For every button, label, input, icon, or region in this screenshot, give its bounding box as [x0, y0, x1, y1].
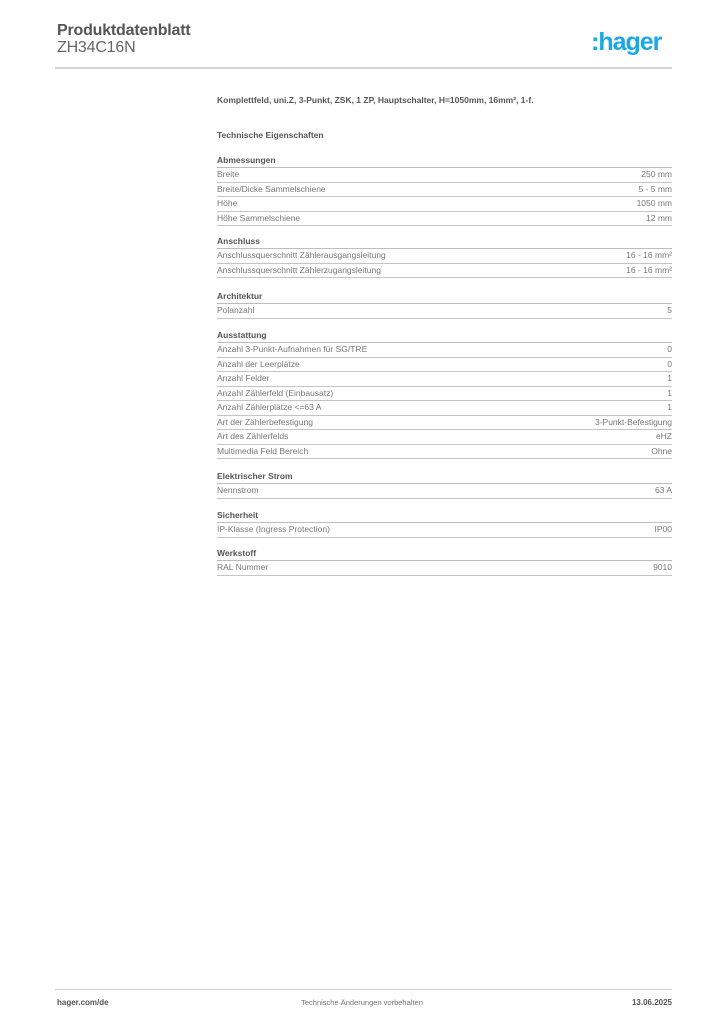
table-row: Art der Zählerbefestigung 3-Punkt-Befesti…: [217, 416, 672, 430]
section-werkstoff: Werkstoff RAL Nummer 9010: [217, 548, 672, 576]
row-label: Anzahl Felder: [217, 373, 270, 383]
table-row: Anzahl Zählerplätze <=63 A 1: [217, 401, 672, 416]
section-heading: Werkstoff: [217, 548, 672, 561]
section-heading: Sicherheit: [217, 510, 672, 523]
row-label: Breite/Dicke Sammelschiene: [217, 183, 326, 194]
section-abmessungen: Abmessungen Breite 250 mm Breite/Dicke Sa…: [217, 155, 672, 226]
row-label: Art der Zählerbefestigung: [217, 416, 313, 427]
row-value: 1: [667, 402, 672, 412]
row-label: Breite: [217, 169, 240, 179]
table-row: Breite/Dicke Sammelschiene 5 - 5 mm: [217, 183, 672, 197]
row-label: IP-Klasse (Ingress Protection): [217, 524, 330, 534]
row-value: 1: [667, 387, 672, 398]
row-value: 250 mm: [641, 169, 672, 179]
row-label: Anzahl Zählerplätze <=63 A: [217, 402, 322, 412]
row-value: 63 A: [654, 485, 672, 495]
section-elektrischer-strom: Elektrischer Strom Nennstrom 63 A: [217, 471, 672, 499]
row-value: Ohne: [651, 445, 672, 456]
row-label: Nennstrom: [217, 485, 259, 495]
table-row: Anschlussquerschnitt Zählerzugangsleitun…: [217, 264, 672, 278]
row-value: 5 - 5 mm: [638, 183, 672, 194]
section-heading: Abmessungen: [217, 155, 672, 168]
section-heading: Anschluss: [217, 236, 672, 249]
section-ausstattung: Ausstattung Anzahl 3-Punkt-Aufnahmen für…: [217, 330, 672, 459]
row-value: 9010: [653, 562, 672, 572]
section-sicherheit: Sicherheit IP-Klasse (Ingress Protection…: [217, 510, 672, 538]
row-label: Art des Zählerfelds: [217, 431, 289, 441]
row-label: Anzahl der Leerplätze: [217, 358, 300, 369]
footer-divider: [55, 989, 672, 990]
page-title: Produktdatenblatt: [57, 22, 191, 39]
row-label: Anzahl 3-Punkt-Aufnahmen für SG/TRE: [217, 344, 368, 354]
row-label: Anzahl Zählerfeld (Einbausatz): [217, 387, 334, 398]
hager-logo: :hager: [591, 28, 662, 56]
table-row: Nennstrom 63 A: [217, 484, 672, 499]
table-row: IP-Klasse (Ingress Protection) IP00: [217, 523, 672, 538]
table-row: RAL Nummer 9010: [217, 561, 672, 576]
table-row: Art des Zählerfelds eHZ: [217, 430, 672, 445]
tech-properties-heading: Technische Eigenschaften: [217, 130, 324, 140]
row-value: IP00: [654, 524, 673, 534]
row-value: 12 mm: [646, 212, 672, 223]
row-label: Multimedia Feld Bereich: [217, 445, 309, 456]
product-description: Komplettfeld, uni.Z, 3-Punkt, ZSK, 1 ZP,…: [217, 95, 534, 105]
row-value: 16 - 16 mm²: [626, 264, 672, 275]
table-row: Anschlussquerschnitt Zählerausgangsleitu…: [217, 249, 672, 264]
table-row: Höhe Sammelschiene 12 mm: [217, 212, 672, 226]
table-row: Breite 250 mm: [217, 168, 672, 183]
section-heading: Architektur: [217, 291, 672, 304]
row-label: Polanzahl: [217, 305, 255, 315]
row-value: 0: [667, 358, 672, 369]
table-row: Polanzahl 5: [217, 304, 672, 319]
section-architektur: Architektur Polanzahl 5: [217, 291, 672, 319]
section-anschluss: Anschluss Anschlussquerschnitt Zähleraus…: [217, 236, 672, 278]
row-label: Anschlussquerschnitt Zählerzugangsleitun…: [217, 264, 381, 275]
row-label: Höhe Sammelschiene: [217, 212, 301, 223]
row-value: 5: [667, 305, 672, 315]
row-label: RAL Nummer: [217, 562, 269, 572]
table-row: Anzahl der Leerplätze 0: [217, 358, 672, 372]
footer-notice: Technische Änderungen vorbehalten: [301, 998, 423, 1007]
footer-date: 13.06.2025: [631, 998, 672, 1007]
table-row: Multimedia Feld Bereich Ohne: [217, 445, 672, 459]
section-heading: Elektrischer Strom: [217, 471, 672, 484]
row-value: 3-Punkt-Befestigung: [594, 416, 672, 427]
row-value: 1: [667, 373, 672, 383]
header-divider: [55, 67, 672, 69]
row-value: eHZ: [655, 431, 672, 441]
footer-website-link[interactable]: hager.com/de: [57, 998, 109, 1007]
row-label: Höhe: [217, 198, 238, 208]
table-row: Anzahl Felder 1: [217, 372, 672, 387]
row-label: Anschlussquerschnitt Zählerausgangsleitu…: [217, 250, 386, 260]
row-value: 1050 mm: [636, 198, 672, 208]
table-row: Anzahl 3-Punkt-Aufnahmen für SG/TRE 0: [217, 343, 672, 358]
table-row: Anzahl Zählerfeld (Einbausatz) 1: [217, 387, 672, 401]
product-code: ZH34C16N: [57, 39, 136, 56]
section-heading: Ausstattung: [217, 330, 672, 343]
table-row: Höhe 1050 mm: [217, 197, 672, 212]
row-value: 0: [667, 344, 672, 354]
row-value: 16 - 16 mm²: [626, 250, 672, 260]
